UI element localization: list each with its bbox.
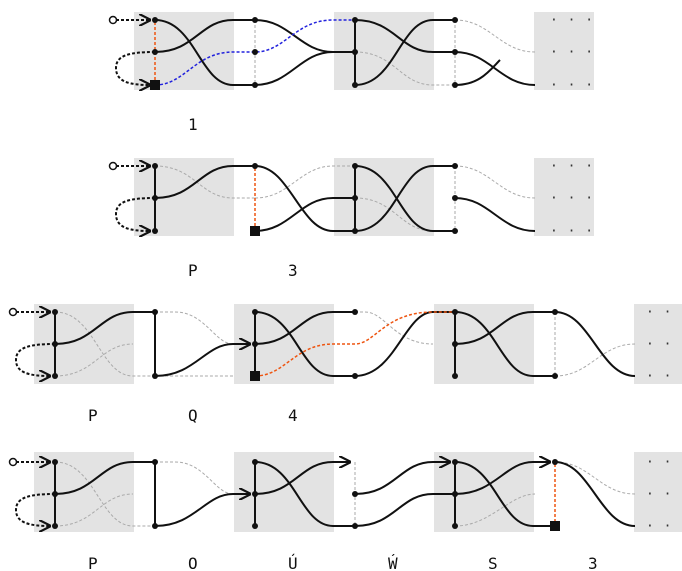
orange-path bbox=[254, 311, 455, 377]
black-strands bbox=[114, 20, 536, 85]
nodes bbox=[52, 309, 558, 381]
ellipsis: · · · bbox=[646, 305, 682, 320]
start-marker bbox=[108, 161, 118, 171]
ellipsis-column: · · · · · · · · · bbox=[646, 305, 682, 384]
row-label: P bbox=[188, 261, 198, 280]
row-label: 3 bbox=[588, 554, 598, 571]
black-strands bbox=[14, 462, 636, 526]
blue-path bbox=[154, 19, 355, 86]
row-label: 4 bbox=[288, 406, 298, 425]
ellipsis: · · · bbox=[550, 13, 594, 28]
row-label: O bbox=[188, 554, 198, 571]
row-label: 3 bbox=[288, 261, 298, 280]
row-2: · · · · · · · · · P 3 bbox=[108, 158, 594, 280]
row-label: Ẃ bbox=[388, 554, 398, 571]
ellipsis: · · · bbox=[550, 224, 594, 239]
shaded-blocks bbox=[34, 304, 682, 384]
black-strands bbox=[14, 312, 636, 376]
nodes bbox=[52, 459, 560, 531]
start-marker bbox=[8, 307, 18, 317]
ellipsis-column: · · · · · · · · · bbox=[550, 159, 594, 239]
nodes bbox=[152, 163, 458, 236]
ellipsis-column: · · · · · · · · · bbox=[550, 13, 594, 93]
row-label: S bbox=[488, 554, 498, 571]
start-marker bbox=[8, 457, 18, 467]
ellipsis: · · · bbox=[550, 45, 594, 60]
black-strands bbox=[114, 166, 536, 231]
ellipsis: · · · bbox=[646, 519, 682, 534]
ellipsis: · · · bbox=[550, 191, 594, 206]
start-marker bbox=[108, 15, 118, 25]
row-label: 1 bbox=[188, 115, 198, 134]
ellipsis-column: · · · · · · · · · bbox=[646, 455, 682, 534]
ellipsis: · · · bbox=[646, 369, 682, 384]
row-1: · · · · · · · · · 1 bbox=[108, 12, 594, 134]
ellipsis: · · · bbox=[646, 337, 682, 352]
row-4: · · · · · · · · · P O Ú Ẃ S 3 bbox=[8, 452, 682, 571]
shaded-blocks bbox=[34, 452, 682, 532]
row-label: P bbox=[88, 406, 98, 425]
ellipsis: · · · bbox=[646, 487, 682, 502]
ellipsis: · · · bbox=[550, 159, 594, 174]
ellipsis: · · · bbox=[646, 455, 682, 470]
ellipsis: · · · bbox=[550, 78, 594, 93]
gray-strands bbox=[54, 461, 636, 527]
row-label: P bbox=[88, 554, 98, 571]
nodes bbox=[150, 17, 458, 90]
row-label: Q bbox=[188, 406, 198, 425]
row-label: Ú bbox=[288, 554, 298, 571]
row-3: · · · · · · · · · P Q 4 bbox=[8, 304, 682, 425]
